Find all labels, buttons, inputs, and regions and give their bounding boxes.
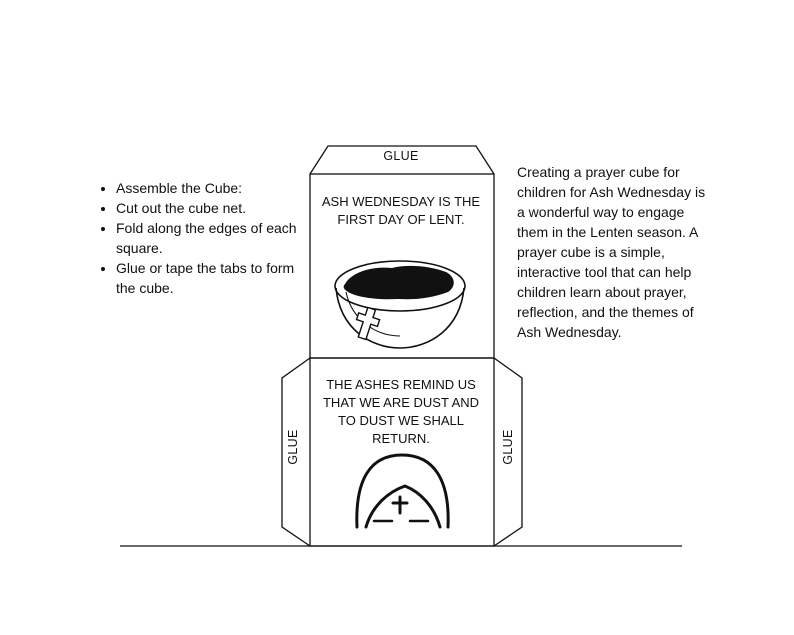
description-paragraph: Creating a prayer cube for children for … <box>517 164 706 340</box>
ash-bowl-icon <box>334 260 466 349</box>
instruction-item: Glue or tape the tabs to form the cube. <box>116 258 306 298</box>
glue-label-left: GLUE <box>286 429 300 465</box>
face-top-text: ASH WEDNESDAY IS THE FIRST DAY OF LENT. <box>321 194 481 227</box>
cross-icon <box>355 306 381 341</box>
instruction-item: Assemble the Cube: <box>116 178 306 198</box>
face-middle-text: THE ASHES REMIND US THAT WE ARE DUST AND… <box>322 377 480 446</box>
child-face-icon <box>355 453 450 529</box>
glue-tab-right <box>493 357 523 547</box>
glue-tab-left <box>281 357 311 547</box>
instructions-list: Assemble the Cube: Cut out the cube net.… <box>96 178 306 298</box>
instruction-item: Fold along the edges of each square. <box>116 218 306 258</box>
glue-label-top: GLUE <box>383 149 419 163</box>
glue-tab-top <box>309 145 495 175</box>
instruction-item: Cut out the cube net. <box>116 198 306 218</box>
glue-label-right: GLUE <box>501 429 515 465</box>
